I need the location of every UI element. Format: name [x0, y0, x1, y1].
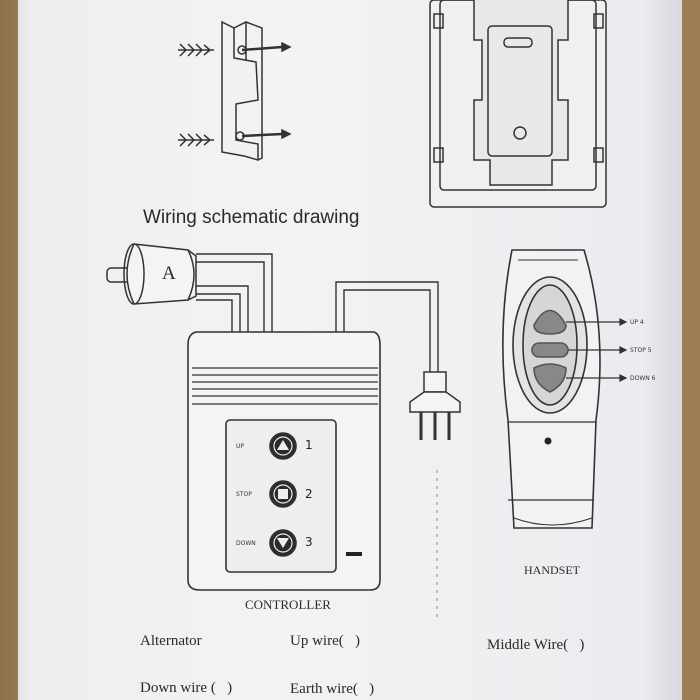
- controller-stop-number: 2: [305, 487, 313, 501]
- controller-illustration: [187, 331, 381, 591]
- legend-earth-wire: Earth wire( ): [290, 681, 375, 697]
- motor-illustration: [106, 243, 197, 305]
- handset-callout-stop: STOP 5: [630, 347, 652, 354]
- controller-up-number: 1: [305, 438, 313, 452]
- controller-up-text: UP: [236, 443, 245, 450]
- controller-stop-button: [269, 480, 297, 508]
- wall-plug-bottom: [178, 128, 292, 147]
- wall-holder-illustration: [429, 0, 607, 208]
- controller-indicator: [346, 552, 362, 556]
- motor-wires: [196, 253, 273, 332]
- controller-up-button: [269, 432, 297, 460]
- legend-up-wire: Up wire( ): [290, 633, 360, 649]
- handset-callout-lines: [566, 318, 628, 382]
- controller-down-number: 3: [305, 535, 313, 549]
- paper-edge-shadow: [642, 0, 682, 700]
- controller-down-button: [269, 529, 297, 557]
- controller-down-text: DOWN: [236, 540, 256, 547]
- controller-label: CONTROLLER: [245, 597, 331, 612]
- mounting-bracket-illustration: [178, 20, 292, 161]
- paper-fold-shadow: [0, 0, 30, 700]
- power-cord: [335, 281, 439, 372]
- handset-label: HANDSET: [524, 563, 580, 577]
- motor-label: A: [162, 263, 176, 284]
- legend-down-wire: Down wire ( ): [140, 680, 233, 696]
- handset-illustration: [502, 249, 601, 529]
- handset-callout-down: DOWN 6: [630, 375, 656, 382]
- diagram-title: Wiring schematic drawing: [143, 207, 360, 228]
- legend-alternator: Alternator: [140, 633, 202, 649]
- handset-callout-up: UP 4: [630, 319, 644, 326]
- legend-middle-wire: Middle Wire( ): [487, 637, 585, 653]
- power-plug-illustration: [409, 371, 461, 440]
- controller-stop-text: STOP: [236, 491, 252, 498]
- wall-plug-top: [178, 41, 292, 57]
